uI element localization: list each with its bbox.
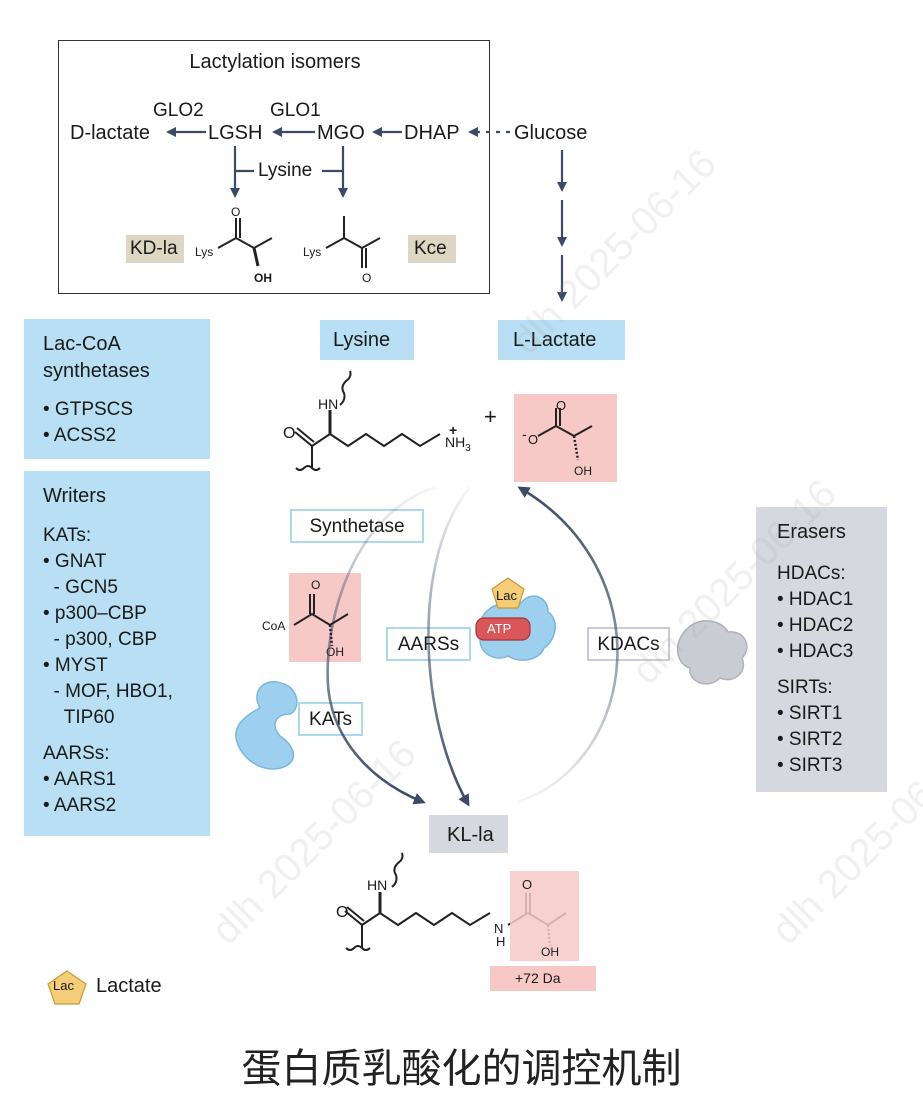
writers-line: • AARS1 — [43, 769, 117, 790]
kd-la-label: KD-la — [130, 238, 178, 259]
kat-enzyme — [235, 681, 298, 770]
kats-label: KATs — [309, 709, 352, 730]
lactate-structure-box: O - O OH — [514, 394, 617, 482]
lac-coa-title-1: Lac-CoA — [43, 333, 121, 355]
lysine-nh3-label: NH3 — [445, 434, 471, 454]
lysine-substrate-label: Lysine — [333, 329, 391, 351]
lgsh-label: LGSH — [208, 122, 263, 144]
lactate-minus: - — [522, 426, 527, 442]
legend-label: Lactate — [96, 975, 162, 997]
product-h: H — [496, 934, 506, 949]
writers-title: Writers — [43, 485, 106, 507]
writers-line: AARSs: — [43, 743, 110, 764]
kd-la-badge: KD-la — [126, 235, 184, 263]
lac-coa-item: • ACSS2 — [43, 425, 117, 446]
kd-la-structure — [217, 218, 273, 267]
atp-badge-shape — [475, 617, 531, 641]
writers-line: • p300–CBP — [43, 603, 147, 624]
product-hn: HN — [367, 877, 388, 893]
legend-lac-shape — [47, 970, 87, 1005]
l-lactate-box: L-Lactate — [498, 320, 625, 360]
erasers-line: • SIRT1 — [777, 703, 843, 724]
mass-box: +72 Da — [490, 966, 596, 991]
product-o: O — [336, 904, 349, 921]
lysine-structure — [294, 370, 441, 471]
lysine-o-label: O — [283, 425, 296, 442]
writers-line: TIP60 — [43, 707, 115, 728]
kl-la-box: KL-la — [429, 815, 508, 853]
lys-left-label: Lys — [195, 245, 214, 259]
writers-line: • MYST — [43, 655, 108, 676]
lactate-o-top: O — [556, 398, 567, 413]
erasers-line: • SIRT3 — [777, 755, 843, 776]
erasers-line: HDACs: — [777, 563, 846, 584]
lac-badge-shape — [491, 577, 525, 609]
kce-label: Kce — [414, 238, 447, 259]
dhap-label: DHAP — [404, 122, 460, 144]
lac-coa-o: O — [311, 578, 321, 592]
lac-badge: Lac — [496, 588, 517, 603]
kd-la-o-label: O — [231, 205, 241, 219]
lac-coa-item: • GTPSCS — [43, 399, 134, 420]
lysine-charge: + — [449, 422, 458, 438]
kdacs-label-box: KDACs — [587, 627, 670, 661]
kl-la-lactyl-box — [510, 871, 579, 961]
glo1-label: GLO1 — [270, 100, 321, 121]
plus-sign: + — [484, 404, 497, 429]
mass-label: +72 Da — [515, 970, 561, 986]
isomers-title: Lactylation isomers — [189, 51, 361, 73]
lysine-substrate-box: Lysine — [320, 320, 414, 360]
kdacs-label: KDACs — [597, 634, 660, 655]
coa-label: CoA — [262, 619, 286, 633]
legend-lac-badge: Lac — [53, 978, 74, 993]
kats-arc — [326, 485, 436, 805]
lac-coa-title-2: synthetases — [43, 360, 150, 382]
writers-line: • AARS2 — [43, 795, 117, 816]
l-lactate-label: L-Lactate — [513, 329, 597, 351]
lactate-o-left: O — [528, 432, 539, 447]
mgo-label: MGO — [317, 122, 365, 144]
kdacs-arc — [517, 486, 619, 804]
kce-structure — [325, 216, 381, 268]
product-oh: OH — [541, 945, 559, 959]
kd-la-oh-label: OH — [254, 271, 272, 285]
kce-badge: Kce — [408, 235, 456, 263]
lac-coa-structure — [293, 594, 349, 647]
kdac-enzyme — [677, 620, 748, 685]
atp-badge: ATP — [487, 621, 512, 636]
erasers-line: • SIRT2 — [777, 729, 843, 750]
aarss-arc — [427, 486, 472, 807]
lysine-hn-label: HN — [318, 396, 339, 412]
lac-coa-oh: OH — [326, 645, 344, 659]
writers-line: - GCN5 — [43, 577, 118, 598]
kce-o-label: O — [362, 271, 372, 285]
writers-line: • GNAT — [43, 551, 107, 572]
lactate-structure — [537, 408, 593, 461]
erasers-panel: Erasers HDACs: • HDAC1 • HDAC2 • HDAC3 S… — [756, 507, 887, 792]
lac-coa-synthetases-panel: Lac-CoA synthetases • GTPSCS • ACSS2 — [24, 319, 210, 459]
lac-coa-structure-box: O OH — [289, 573, 361, 662]
erasers-line: SIRTs: — [777, 677, 833, 698]
erasers-title: Erasers — [777, 521, 846, 543]
isomer-lysine-label: Lysine — [256, 160, 315, 182]
writers-panel: Writers KATs: • GNAT - GCN5 • p300–CBP -… — [24, 471, 210, 836]
writers-line: KATs: — [43, 525, 92, 546]
erasers-line: • HDAC2 — [777, 615, 854, 636]
erasers-line: • HDAC3 — [777, 641, 854, 662]
kl-la-label: KL-la — [447, 824, 494, 846]
lys-right-label: Lys — [303, 245, 322, 259]
erasers-line: • HDAC1 — [777, 589, 854, 610]
writers-line: - MOF, HBO1, — [43, 681, 173, 702]
product-n: N — [494, 921, 504, 936]
glucose-label: Glucose — [514, 122, 588, 144]
lactate-oh: OH — [574, 464, 592, 478]
product-o-top: O — [522, 877, 533, 892]
writers-line: - p300, CBP — [43, 629, 158, 650]
figure-caption: 蛋白质乳酸化的调控机制 — [241, 1046, 682, 1092]
glo2-label: GLO2 — [153, 100, 204, 121]
d-lactate-label: D-lactate — [70, 122, 151, 144]
